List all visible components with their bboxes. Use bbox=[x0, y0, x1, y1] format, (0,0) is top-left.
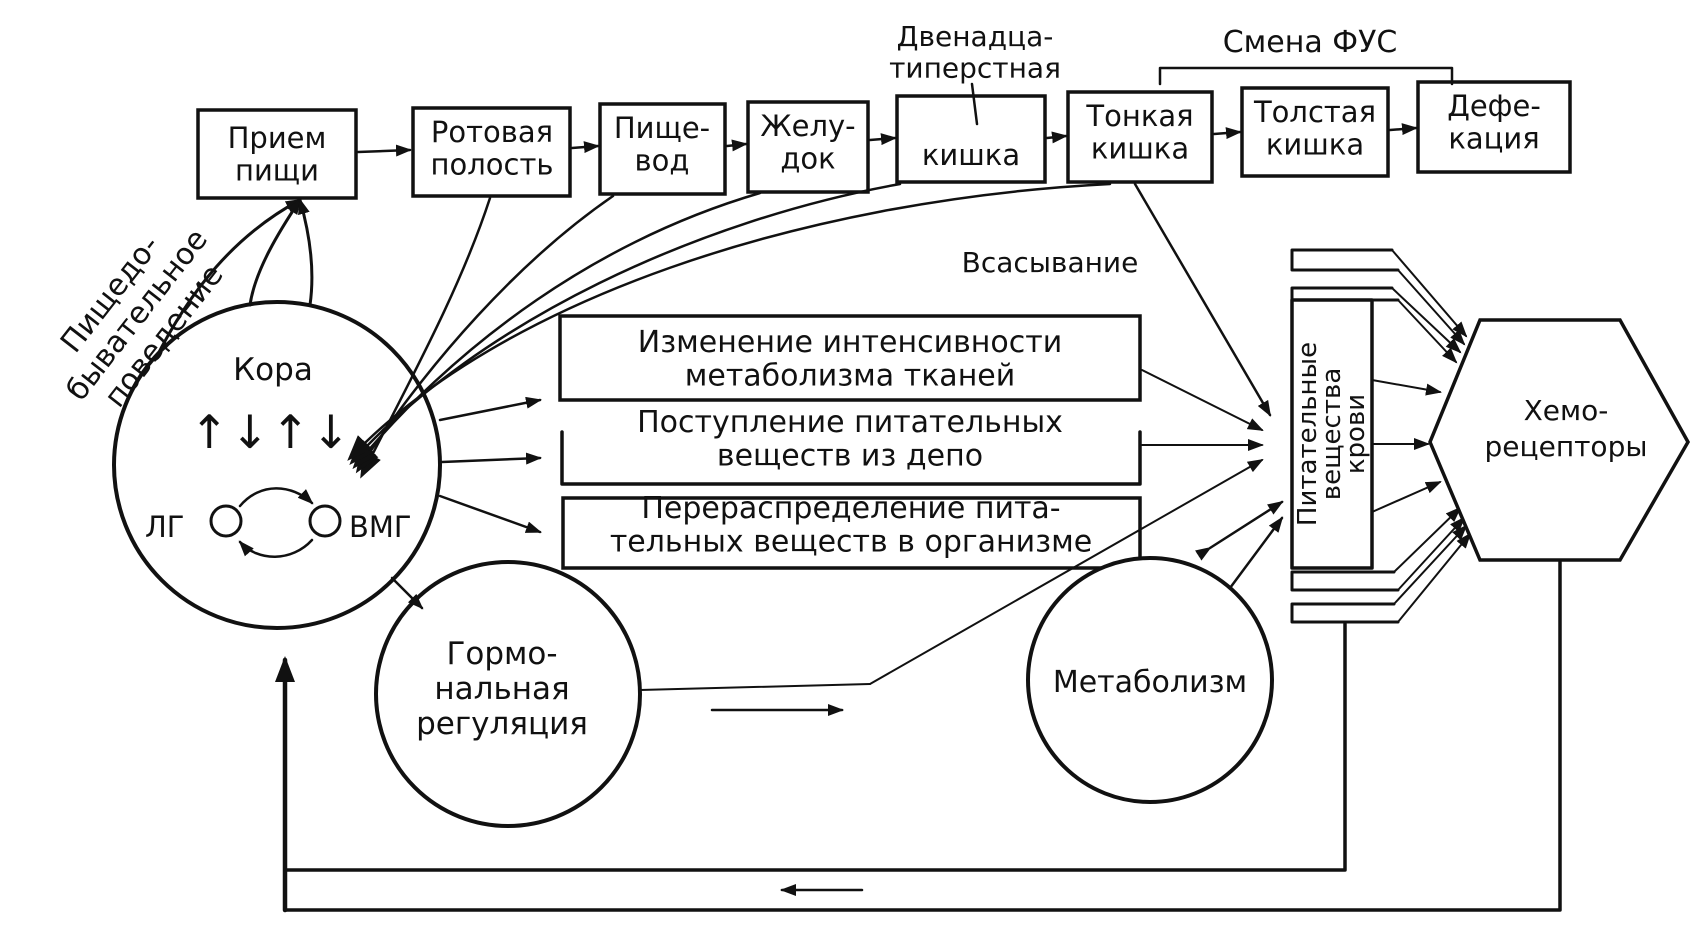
brain-to-depot-supply bbox=[440, 452, 542, 465]
brain-to-intake-left bbox=[153, 198, 302, 362]
feedback-loop-outer bbox=[283, 560, 1562, 912]
hormonal-regulation-circle bbox=[374, 560, 642, 828]
afferent-arrows bbox=[347, 182, 1112, 479]
arrow-esophagus-to-stomach bbox=[725, 139, 748, 152]
stomach-box bbox=[746, 100, 870, 194]
fus-bracket bbox=[1158, 66, 1454, 86]
duodenum-box bbox=[895, 94, 1047, 184]
hormonal-to-blood bbox=[639, 683, 871, 691]
tissue-metabolism-box bbox=[558, 314, 1142, 402]
chemoreceptors-hexagon bbox=[1428, 318, 1691, 562]
redistribution-label: Перераспределение пита-тельных веществ в… bbox=[610, 491, 1092, 560]
stomach-label: Желу-док bbox=[760, 109, 855, 175]
vmh-label: ВМГ bbox=[349, 510, 412, 544]
brain-to-intake-right bbox=[298, 198, 314, 307]
metabolism-label: Метаболизм bbox=[1053, 665, 1247, 700]
chemoreceptor-input-arrows bbox=[1371, 249, 1472, 623]
brain-to-intake-mid bbox=[248, 198, 302, 307]
duodenum-title: Двенадца-типерстная bbox=[889, 20, 1061, 84]
fus-change-label: Смена ФУС bbox=[1223, 25, 1398, 60]
small-intestine-box bbox=[1066, 90, 1214, 184]
large-intestine-box bbox=[1240, 86, 1390, 178]
vmh-to-lh-loop bbox=[238, 538, 314, 558]
blood-nutrients-label: Питательныевеществакрови bbox=[1293, 342, 1371, 526]
small-intestine-to-blood bbox=[1133, 182, 1272, 417]
brain-circle bbox=[112, 300, 442, 630]
blood-nutrients-combs bbox=[1290, 248, 1400, 624]
vmh-node bbox=[308, 504, 342, 538]
esophagus-label: Пище-вод bbox=[614, 111, 710, 177]
food-intake-box bbox=[196, 108, 358, 200]
redistribution-box bbox=[561, 496, 1142, 570]
metabolism-blood-exchange bbox=[1194, 500, 1284, 561]
brain-to-hormonal bbox=[390, 576, 424, 610]
lh-label: ЛГ bbox=[145, 510, 185, 544]
cortex-arrows-icon: ↑↓↑↓ bbox=[190, 405, 352, 459]
metabolism-circle bbox=[1026, 556, 1274, 804]
arrow-small-to-large bbox=[1212, 127, 1242, 140]
hormonal-to-blood-rise bbox=[869, 459, 1264, 685]
duodenum-label-pointer bbox=[970, 82, 979, 126]
feedback-loop-inner bbox=[283, 622, 1347, 872]
chemoreceptors-label: Хемо-рецепторы bbox=[1485, 394, 1648, 463]
arrow-oral-to-esophagus bbox=[570, 141, 600, 154]
defecation-box bbox=[1416, 80, 1572, 174]
absorption-label: Всасывание bbox=[962, 246, 1139, 279]
arrow-intake-to-oral bbox=[356, 144, 412, 157]
arrow-duodenum-to-small bbox=[1045, 131, 1068, 144]
esophagus-box bbox=[598, 102, 727, 196]
metabolism-to-blood bbox=[1228, 516, 1284, 590]
brain-to-redistribution bbox=[438, 494, 542, 534]
arrow-stomach-to-duodenum bbox=[868, 133, 897, 146]
lh-to-vmh-loop bbox=[238, 487, 314, 508]
oral-cavity-box bbox=[411, 106, 572, 198]
brain-to-tissue-metabolism bbox=[438, 396, 542, 422]
lh-node bbox=[209, 504, 243, 538]
arrow-large-to-defecation bbox=[1388, 123, 1418, 136]
duodenum-label: кишка bbox=[922, 138, 1020, 172]
cortex-label: Кора bbox=[233, 352, 313, 388]
depot-supply-frame bbox=[560, 430, 1142, 486]
defecation-label: Дефе-кация bbox=[1447, 89, 1541, 155]
tissue-metabolism-to-blood bbox=[1141, 369, 1264, 431]
